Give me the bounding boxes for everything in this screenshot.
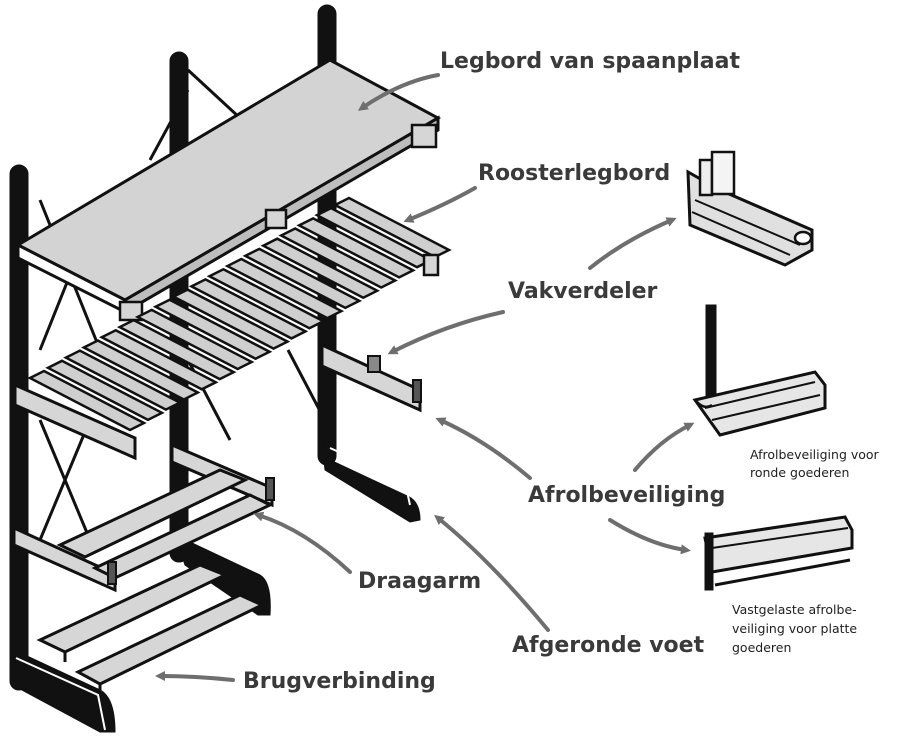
grid-shelf xyxy=(13,196,452,461)
grid-slat xyxy=(206,267,327,330)
grid-slat xyxy=(81,339,201,401)
chipboard-shelf xyxy=(14,58,442,322)
divider-arm xyxy=(320,342,422,413)
label-afrolbeveiliging: Afrolbeveiliging xyxy=(528,483,725,508)
arrow-legbord xyxy=(357,73,440,111)
arrow-rooster xyxy=(403,186,477,223)
grid-slat xyxy=(63,349,183,412)
label-draagarm: Draagarm xyxy=(358,569,481,594)
label-brugverbinding: Brugverbinding xyxy=(243,669,436,694)
grid-slat xyxy=(278,227,398,289)
bridge-connection xyxy=(36,563,266,694)
label-vakverdeler: Vakverdeler xyxy=(508,279,658,304)
grid-slat xyxy=(260,237,380,300)
grid-slat xyxy=(224,257,345,320)
grid-slat xyxy=(170,288,291,350)
grid-slat xyxy=(152,298,273,361)
support-arms xyxy=(12,442,275,593)
grid-slat xyxy=(116,318,237,381)
arrow-afrol-rack xyxy=(435,417,532,480)
note-ronde-line1: Afrolbeveiliging voor xyxy=(750,447,880,462)
note-platte-line2: veiliging voor platte xyxy=(732,621,857,636)
note-ronde-line2: ronde goederen xyxy=(750,465,849,480)
grid-slat xyxy=(99,328,219,391)
grid-slat xyxy=(296,216,416,279)
base-foot-back xyxy=(321,439,421,523)
roll-stop-round-detail xyxy=(692,304,827,437)
arrow-brug xyxy=(155,671,235,682)
roll-stop-flat-detail xyxy=(703,515,854,591)
arrow-voet xyxy=(434,514,550,632)
label-afgeronde-voet: Afgeronde voet xyxy=(512,633,705,658)
grid-slat xyxy=(188,278,309,340)
front-column xyxy=(9,164,29,691)
arrow-afrol-flat xyxy=(608,518,691,555)
callout-arrows xyxy=(155,73,695,682)
arrow-draagarm xyxy=(253,511,352,574)
grid-slat xyxy=(242,247,363,310)
note-platte-line3: goederen xyxy=(732,640,791,655)
grid-slat xyxy=(45,359,165,422)
grid-slat xyxy=(27,369,147,432)
label-legbord: Legbord van spaanplaat xyxy=(440,49,740,74)
rack-illustration xyxy=(9,4,452,733)
note-platte-line1: Vastgelaste afrolbe- xyxy=(732,602,857,617)
arrow-afrol-round xyxy=(633,422,695,472)
label-roosterlegbord: Roosterlegbord xyxy=(478,161,670,186)
divider-detail xyxy=(686,150,814,267)
grid-slat xyxy=(134,308,255,371)
arrow-vakverdeler-rack xyxy=(387,310,505,355)
grid-slat xyxy=(332,196,452,259)
arrow-vakverdeler-detail xyxy=(588,217,677,270)
